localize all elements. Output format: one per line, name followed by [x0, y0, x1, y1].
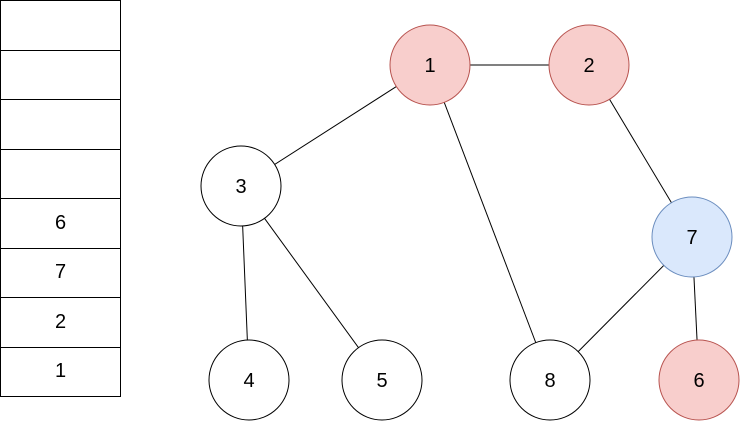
graph-node-1: 1	[389, 24, 471, 106]
edge-1-8	[429, 64, 551, 381]
graph-node-6: 6	[658, 339, 740, 421]
stack-cell-6: 2	[1, 298, 120, 348]
node-circle-2	[548, 24, 630, 106]
graph-node-8: 8	[509, 339, 591, 421]
node-circle-1	[389, 24, 471, 106]
node-label-6: 6	[693, 370, 704, 392]
node-circle-7	[651, 196, 733, 278]
node-circle-3	[200, 145, 282, 227]
node-label-4: 4	[243, 370, 254, 392]
graph-node-4: 4	[208, 339, 290, 421]
node-circle-8	[509, 339, 591, 421]
graph-node-3: 3	[200, 145, 282, 227]
node-label-5: 5	[376, 370, 387, 392]
graph-node-7: 7	[651, 196, 733, 278]
stack-cell-2	[1, 100, 120, 150]
node-label-7: 7	[686, 227, 697, 249]
stack-cell-0	[1, 1, 120, 51]
node-label-2: 2	[583, 55, 594, 77]
node-label-8: 8	[544, 370, 555, 392]
stack-cell-1	[1, 51, 120, 100]
stack-cell-3	[1, 150, 120, 199]
graph-node-2: 2	[548, 24, 630, 106]
stack-cell-7: 1	[54, 360, 67, 383]
graph-node-5: 5	[341, 339, 423, 421]
node-circle-4	[208, 339, 290, 421]
node-label-1: 1	[424, 55, 435, 77]
node-circle-5	[341, 339, 423, 421]
stack-cell-4: 6	[1, 199, 120, 249]
node-label-3: 3	[235, 176, 246, 198]
node-circle-6	[658, 339, 740, 421]
stack-cell-5: 7	[1, 249, 120, 298]
